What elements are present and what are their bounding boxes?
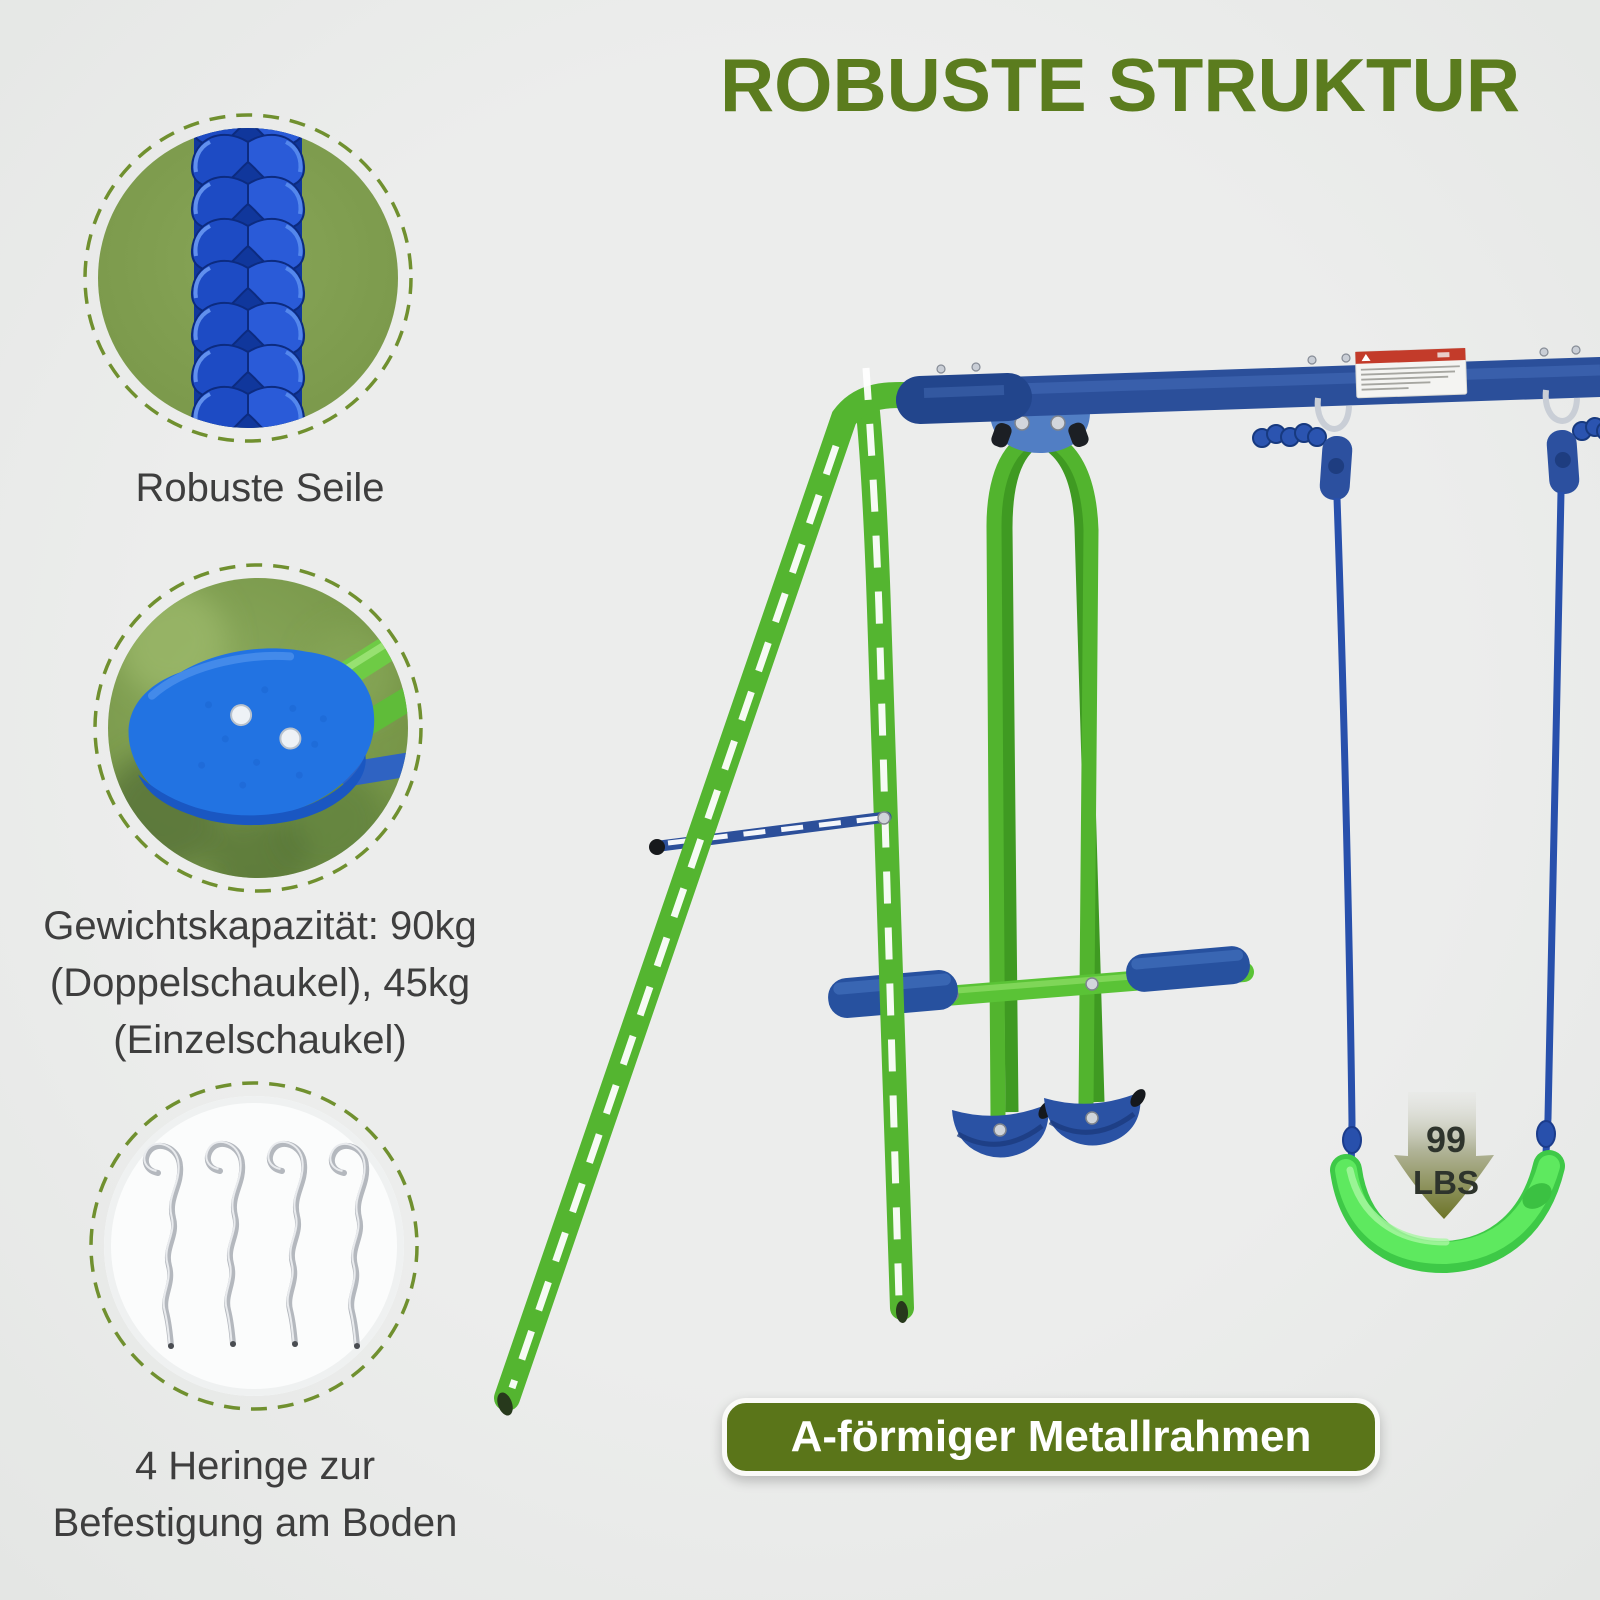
glider-swing (828, 388, 1254, 1158)
shackle-right (1542, 389, 1580, 424)
banner-label: A-förmiger Metallrahmen (790, 1412, 1312, 1461)
weight-value: 99 (1426, 1119, 1466, 1160)
rope-caption: Robuste Seile (135, 466, 385, 510)
bar-bolts (936, 345, 1581, 374)
rope-coil-left (1252, 423, 1327, 448)
stakes-detail-inset (88, 1080, 420, 1412)
swing-rope-right (1541, 491, 1565, 1171)
rope-detail-inset (82, 112, 414, 444)
swing-seat (1330, 1150, 1565, 1274)
a-frame (494, 367, 935, 1416)
swing-seat-image (93, 563, 423, 893)
stakes-caption: 4 Heringe zur Befestigung am Boden (52, 1444, 458, 1545)
seat-detail-inset (92, 562, 424, 894)
shackle-left (1314, 397, 1352, 432)
braided-rope-image (83, 113, 413, 443)
weight-unit: LBS (1413, 1164, 1479, 1201)
top-bar (896, 345, 1600, 424)
rope-clamp-left (1319, 435, 1353, 501)
frame-feature-banner: A-förmiger Metallrahmen (722, 1398, 1380, 1476)
swing-rope-left (1333, 497, 1356, 1177)
down-arrow-icon (1394, 1092, 1494, 1219)
ground-stakes-image (89, 1081, 419, 1411)
front-leg (494, 381, 935, 1411)
bar-sleeve (896, 373, 1032, 424)
weight-capacity-badge: 99 LBS (1394, 1092, 1494, 1219)
glider-footrest-right (1044, 1089, 1146, 1146)
page-title: ROBUSTE STRUKTUR (720, 43, 1520, 127)
rope-coil-right (1572, 417, 1600, 441)
weight-capacity-caption: Gewichtskapazität: 90kg (Doppelschaukel)… (43, 904, 477, 1062)
warning-label (1354, 347, 1468, 399)
single-swing (1252, 389, 1600, 1274)
rope-clamp-right (1546, 429, 1580, 495)
glider-seat-right (1126, 946, 1250, 992)
